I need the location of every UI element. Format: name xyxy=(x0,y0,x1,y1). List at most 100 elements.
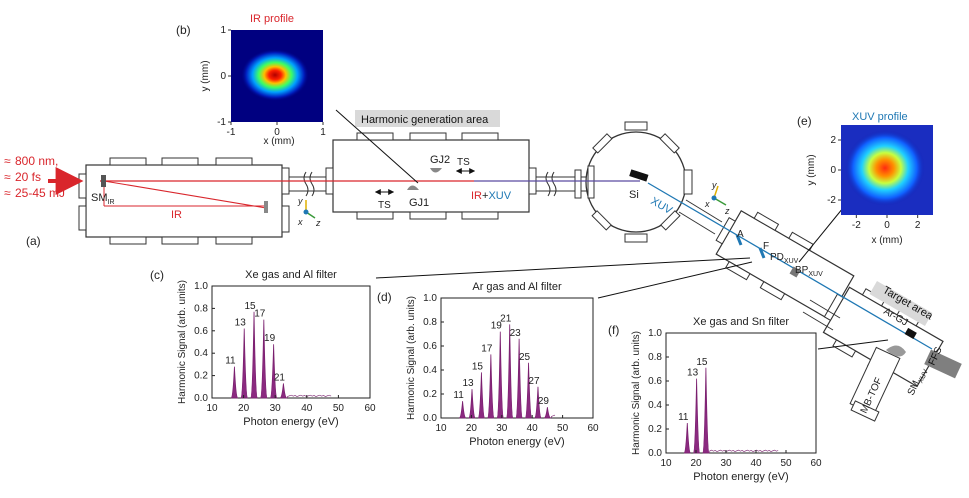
x-tick-label: 10 xyxy=(660,458,672,469)
beam-tube xyxy=(536,169,588,199)
harmonic-order-label: 17 xyxy=(254,309,266,320)
baseline-noise xyxy=(709,449,779,453)
harmonic-peak xyxy=(524,362,533,419)
panel-label-a: (a) xyxy=(26,234,41,248)
baseline-noise xyxy=(551,414,556,418)
x-tick-label: 50 xyxy=(333,403,345,414)
harmonic-peak xyxy=(534,386,542,419)
x-tick-label: 60 xyxy=(587,423,599,434)
xuv-beam-path xyxy=(474,180,933,350)
y-axis-label: Harmonic Signal (arb. units) xyxy=(631,331,642,455)
harmonic-peak xyxy=(683,422,691,454)
leader-b xyxy=(335,109,419,184)
harmonic-order-label: 21 xyxy=(274,372,286,383)
harmonic-order-label: 11 xyxy=(225,356,236,367)
bp-label: BPXUV xyxy=(795,265,823,278)
plot-frame xyxy=(440,297,594,419)
harmonic-area-label: Harmonic generation area xyxy=(361,114,489,126)
laser-duration: 20 fs xyxy=(15,170,41,184)
panel-label-c: (c) xyxy=(150,268,164,282)
x-tick-label: 1 xyxy=(320,127,326,138)
ts2-label: TS xyxy=(457,157,470,168)
leader-e xyxy=(798,207,844,263)
bp-xuv xyxy=(789,266,801,278)
ir-beam-path xyxy=(100,180,474,209)
chart-title: Ar gas and Al filter xyxy=(472,281,562,293)
ir-ylabel: y (mm) xyxy=(200,60,211,91)
laser-wavelength: 800 nm, xyxy=(15,154,58,168)
f-label: F xyxy=(763,241,769,252)
x-tick-label: 0 xyxy=(884,220,890,231)
harmonic-peak xyxy=(702,367,710,454)
axes-triad-2: y x z xyxy=(704,180,730,216)
harmonic-order-label: 19 xyxy=(264,333,276,344)
x-tick-label: 10 xyxy=(435,423,447,434)
x-axis-label: Photon energy (eV) xyxy=(693,471,788,483)
x-tick-label: 30 xyxy=(720,458,732,469)
panel-label-d: (d) xyxy=(377,290,392,304)
y-axis-label: Harmonic Signal (arb. units) xyxy=(406,296,417,420)
diagnostic-chamber xyxy=(715,210,855,320)
xuv-profile-title: XUV profile xyxy=(852,111,908,123)
harmonic-order-label: 17 xyxy=(481,343,493,354)
y-axis-label: Harmonic Signal (arb. units) xyxy=(177,280,188,404)
harmonic-order-label: 19 xyxy=(491,321,503,332)
si-mirror xyxy=(629,169,649,182)
sm-xuv-mirror xyxy=(886,345,906,357)
laser-approx-1: ≈ xyxy=(4,154,11,168)
x-tick-label: 40 xyxy=(750,458,762,469)
gj1-label: GJ1 xyxy=(409,197,429,209)
svg-text:z: z xyxy=(315,218,321,228)
xuv-xlabel: x (mm) xyxy=(871,235,902,246)
x-tick-label: 50 xyxy=(780,458,792,469)
y-tick-label: 0.8 xyxy=(423,317,437,328)
axes-triad-1: y x z xyxy=(297,196,321,228)
y-tick-label: 0.0 xyxy=(648,448,662,459)
x-tick-label: 20 xyxy=(466,423,478,434)
sm-ir-label: SMIR xyxy=(91,192,115,206)
harmonic-order-label: 15 xyxy=(472,361,484,372)
y-tick-label: 0.8 xyxy=(648,352,662,363)
panel-label-f: (f) xyxy=(608,323,619,337)
x-tick-label: 2 xyxy=(915,220,921,231)
x-axis-label: Photon energy (eV) xyxy=(469,436,564,448)
y-tick-label: -1 xyxy=(217,117,226,128)
chart-title: Xe gas and Sn filter xyxy=(693,316,789,328)
harmonic-order-label: 15 xyxy=(244,301,256,312)
harmonic-order-label: 11 xyxy=(678,412,689,423)
harmonic-peak xyxy=(468,389,476,419)
harmonic-order-label: 13 xyxy=(235,318,247,329)
laser-approx-3: ≈ xyxy=(4,186,11,200)
a-label: A xyxy=(737,229,744,240)
harmonic-order-label: 29 xyxy=(538,396,550,407)
mb-tof-spectrometer: MB-TOF xyxy=(849,346,901,422)
y-tick-label: 0.6 xyxy=(648,376,662,387)
harmonic-area-box xyxy=(355,110,500,127)
harmonic-order-label: 21 xyxy=(500,313,512,324)
x-tick-label: -2 xyxy=(852,220,861,231)
baseline-noise xyxy=(287,394,332,398)
ffs-device: FFS xyxy=(924,345,962,379)
panel-label-b: (b) xyxy=(176,23,191,37)
x-tick-label: 60 xyxy=(364,403,376,414)
focusing-mirror xyxy=(264,201,268,213)
y-tick-label: 0.4 xyxy=(423,365,437,376)
plot-frame xyxy=(211,285,371,399)
y-tick-label: 1.0 xyxy=(648,328,662,339)
spectrum-d-chart: (d) Ar gas and Al filter1113151719212325… xyxy=(377,281,599,448)
y-tick-label: 1.0 xyxy=(194,281,208,292)
x-tick-label: 10 xyxy=(206,403,218,414)
plot-frame xyxy=(665,332,817,454)
y-tick-label: 1 xyxy=(220,25,226,36)
y-tick-label: 0.4 xyxy=(648,400,662,411)
ir-label: IR xyxy=(171,209,182,221)
gj2-label: GJ2 xyxy=(430,154,450,166)
panel-label-e: (e) xyxy=(797,114,812,128)
harmonic-peak xyxy=(515,338,523,419)
harmonic-peak xyxy=(279,383,288,399)
y-tick-label: 0.0 xyxy=(194,393,208,404)
